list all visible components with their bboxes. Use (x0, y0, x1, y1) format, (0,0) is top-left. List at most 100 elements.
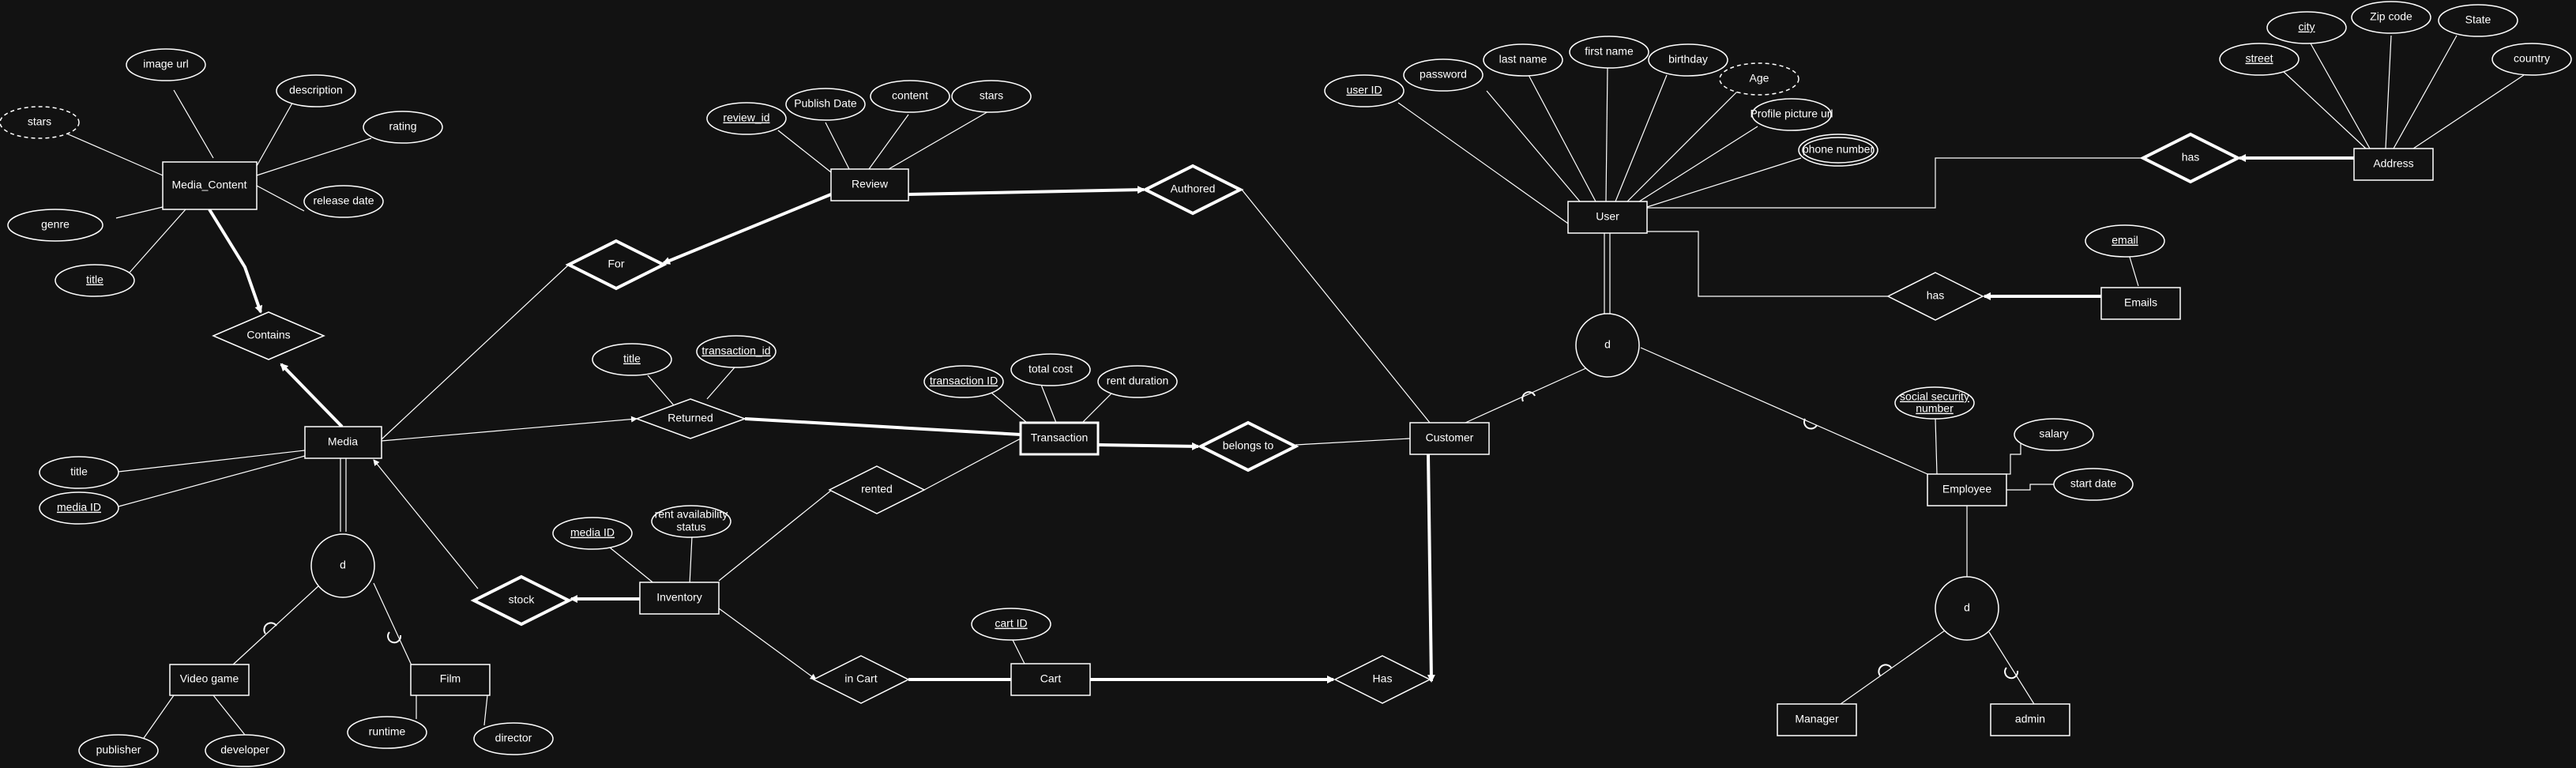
relationship-stock[interactable]: stock (470, 574, 573, 627)
relationship-has-email[interactable]: has (1886, 272, 1984, 321)
entity-label: Manager (1795, 713, 1839, 725)
relationship-label: belongs to (1223, 439, 1274, 452)
attribute-mc-release-date[interactable]: release date (303, 185, 384, 218)
attribute-emp-ssn[interactable]: social security number (1894, 386, 1975, 420)
attribute-m-media-id[interactable]: media ID (39, 491, 119, 525)
attribute-u-phone[interactable]: phone number (1798, 134, 1878, 167)
attribute-label: State (2465, 13, 2491, 26)
attribute-label: transaction ID (930, 375, 998, 387)
attribute-label: phone number (1803, 143, 1875, 156)
attribute-t-rent-duration[interactable]: rent duration (1097, 365, 1178, 398)
attribute-a-country[interactable]: country (2491, 43, 2572, 76)
relationship-for[interactable]: For (565, 239, 668, 291)
attribute-u-user-id[interactable]: user ID (1324, 74, 1405, 107)
entity-label: Film (440, 672, 461, 685)
attribute-u-birthday[interactable]: birthday (1648, 43, 1728, 77)
attribute-ret-transaction-id[interactable]: transaction_id (696, 335, 777, 368)
entity-transaction[interactable]: Transaction (1019, 421, 1100, 456)
attribute-mc-genre[interactable]: genre (7, 209, 103, 242)
attribute-u-age[interactable]: Age (1719, 62, 1799, 96)
attribute-t-total-cost[interactable]: total cost (1010, 353, 1091, 386)
attribute-label: image url (143, 58, 189, 70)
attribute-label: content (892, 89, 928, 102)
relationship-label: stock (509, 593, 536, 606)
attribute-label: runtime (369, 725, 406, 738)
attribute-label: release date (313, 194, 374, 207)
entity-label: Inventory (656, 591, 702, 604)
attribute-inv-rent-status[interactable]: rent availability status (651, 505, 731, 538)
attribute-mc-description[interactable]: description (276, 74, 356, 107)
attribute-a-city[interactable]: city (2266, 11, 2347, 44)
attribute-label: city (2299, 21, 2315, 33)
attribute-label: genre (41, 218, 70, 231)
attribute-label: rent availability (655, 508, 728, 521)
entity-media-content[interactable]: Media_Content (162, 161, 258, 210)
attribute-mc-image-url[interactable]: image url (126, 48, 206, 81)
entity-media[interactable]: Media (304, 426, 382, 459)
attribute-r-review-id[interactable]: review_id (706, 102, 787, 135)
entity-video-game[interactable]: Video game (169, 664, 250, 696)
attribute-f-runtime[interactable]: runtime (347, 716, 427, 749)
attribute-label: Profile picture url (1750, 107, 1833, 120)
attribute-mc-stars[interactable]: stars (0, 106, 80, 139)
attribute-label: status (676, 521, 705, 533)
attribute-ret-title[interactable]: title (592, 343, 672, 376)
attribute-u-profile-pic[interactable]: Profile picture url (1750, 98, 1833, 131)
attribute-label: title (70, 465, 88, 478)
entity-film[interactable]: Film (410, 664, 491, 696)
attribute-a-street[interactable]: street (2219, 43, 2300, 76)
attribute-m-title[interactable]: title (39, 456, 119, 489)
entity-label: Customer (1426, 431, 1474, 444)
entity-label: Cart (1040, 672, 1062, 685)
entity-customer[interactable]: Customer (1409, 422, 1490, 455)
relationship-has-cart[interactable]: Has (1333, 655, 1431, 704)
attribute-a-zip[interactable]: Zip code (2351, 1, 2431, 34)
entity-employee[interactable]: Employee (1927, 473, 2007, 506)
entity-manager[interactable]: Manager (1777, 703, 1857, 736)
attribute-t-transaction-id[interactable]: transaction ID (923, 365, 1004, 398)
attribute-label: stars (980, 89, 1003, 102)
entity-cart[interactable]: Cart (1010, 663, 1091, 696)
relationship-belongs-to[interactable]: belongs to (1197, 420, 1299, 472)
relationship-returned[interactable]: Returned (634, 398, 747, 439)
relationship-authored[interactable]: Authored (1141, 164, 1244, 216)
relationship-label: has (2182, 151, 2200, 164)
attribute-vg-publisher[interactable]: publisher (78, 734, 159, 767)
relationship-has-address[interactable]: has (2139, 132, 2242, 184)
entity-user[interactable]: User (1567, 201, 1648, 234)
relationship-contains[interactable]: Contains (212, 311, 325, 360)
attribute-a-state[interactable]: State (2438, 4, 2518, 37)
attribute-r-content[interactable]: content (870, 80, 950, 113)
attribute-e-email[interactable]: email (2085, 224, 2165, 258)
attribute-label: title (86, 273, 103, 286)
attribute-label: total cost (1029, 363, 1073, 375)
attribute-inv-media-id[interactable]: media ID (552, 517, 633, 550)
attribute-label: Age (1750, 72, 1769, 85)
attribute-u-last-name[interactable]: last name (1483, 43, 1563, 77)
attribute-u-first-name[interactable]: first name (1569, 36, 1649, 69)
attribute-emp-salary[interactable]: salary (2014, 418, 2094, 451)
attribute-c-cart-id[interactable]: cart ID (971, 608, 1051, 641)
entity-address[interactable]: Address (2353, 148, 2434, 181)
attribute-mc-title[interactable]: title (55, 264, 135, 297)
attribute-emp-start-date[interactable]: start date (2053, 468, 2134, 501)
relationship-rented[interactable]: rented (828, 465, 926, 514)
attribute-vg-developer[interactable]: developer (205, 734, 285, 767)
relationship-in-cart[interactable]: in Cart (812, 655, 910, 704)
specialization-media[interactable]: d (310, 533, 375, 598)
attribute-r-publish-date[interactable]: Publish Date (785, 88, 866, 121)
entity-label: Transaction (1031, 431, 1089, 444)
entity-admin[interactable]: admin (1990, 703, 2070, 736)
attribute-r-stars[interactable]: stars (951, 80, 1032, 113)
entity-review[interactable]: Review (830, 168, 909, 201)
specialization-employee[interactable]: d (1935, 576, 1999, 641)
attribute-label: street (2245, 52, 2273, 65)
attribute-mc-rating[interactable]: rating (363, 111, 443, 144)
specialization-user[interactable]: d (1575, 313, 1640, 378)
entity-emails[interactable]: Emails (2100, 287, 2181, 320)
attribute-label: review_id (723, 111, 769, 124)
entity-inventory[interactable]: Inventory (639, 582, 720, 615)
attribute-u-password[interactable]: password (1403, 58, 1484, 92)
attribute-f-director[interactable]: director (473, 722, 554, 755)
attribute-label: publisher (96, 744, 141, 756)
